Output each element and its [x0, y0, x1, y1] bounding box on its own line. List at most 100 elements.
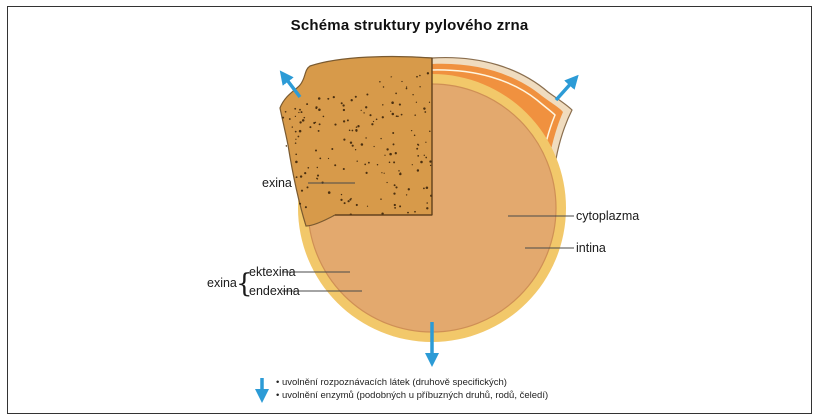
stipple-dot	[423, 188, 425, 190]
stipple-dot	[315, 149, 317, 151]
stipple-dot	[414, 135, 416, 137]
stipple-dot	[406, 194, 407, 195]
stipple-dot	[390, 111, 391, 112]
stipple-dot	[398, 170, 399, 171]
stipple-dot	[319, 158, 321, 160]
label-ektexina: ektexina	[249, 265, 296, 279]
stipple-dot	[324, 59, 326, 61]
label-exina-group: exina	[207, 276, 237, 290]
stipple-dot	[373, 121, 374, 122]
stipple-dot	[430, 165, 431, 166]
stipple-dot	[417, 169, 419, 171]
stipple-dot	[417, 155, 419, 157]
stipple-dot	[393, 161, 395, 163]
stipple-dot	[392, 132, 394, 134]
stipple-dot	[341, 102, 343, 104]
stipple-dot	[295, 142, 297, 144]
stipple-dot	[426, 187, 429, 190]
stipple-dot	[425, 142, 426, 143]
stipple-dot	[380, 198, 382, 200]
stipple-dot	[292, 126, 293, 127]
stipple-dot	[399, 205, 401, 207]
stipple-dot	[389, 162, 391, 164]
stipple-dot	[298, 136, 300, 138]
label-endexina: endexina	[249, 284, 300, 298]
stipple-dot	[399, 173, 401, 175]
stipple-dot	[365, 106, 367, 108]
stipple-dot	[334, 124, 336, 126]
stipple-dot	[301, 111, 303, 113]
stipple-dot	[318, 109, 321, 112]
stipple-dot	[426, 207, 428, 209]
stipple-dot	[392, 113, 395, 116]
stipple-dot	[294, 70, 295, 71]
stipple-dot	[305, 206, 307, 208]
stipple-dot	[357, 125, 359, 127]
stipple-dot	[382, 104, 383, 105]
stipple-dot	[317, 175, 319, 177]
stipple-dot	[317, 167, 318, 168]
stipple-dot	[429, 160, 431, 162]
stipple-dot	[295, 116, 296, 117]
stipple-dot	[298, 112, 299, 113]
stipple-dot	[342, 104, 344, 106]
stipple-dot	[301, 190, 303, 192]
stipple-dot	[315, 107, 317, 109]
stipple-dot	[294, 108, 296, 110]
stipple-dot	[284, 88, 286, 90]
stipple-dot	[295, 161, 298, 164]
stipple-dot	[366, 172, 368, 174]
stipple-dot	[416, 148, 418, 150]
stipple-dot	[295, 153, 297, 155]
stipple-dot	[373, 146, 374, 147]
stipple-dot	[296, 176, 298, 178]
stipple-dot	[406, 88, 408, 90]
stipple-dot	[429, 102, 430, 103]
stipple-dot	[350, 198, 351, 199]
textured-exina	[280, 57, 432, 226]
stipple-dot	[318, 97, 321, 100]
stipple-dot	[285, 111, 287, 113]
stipple-dot	[307, 167, 309, 169]
stipple-dot	[394, 204, 396, 206]
stipple-dot	[376, 118, 378, 120]
stipple-dot	[347, 200, 349, 202]
stipple-dot	[355, 149, 356, 150]
stipple-dot	[395, 93, 397, 95]
stipple-dot	[343, 120, 345, 122]
stipple-dot	[412, 164, 413, 165]
stipple-dot	[361, 143, 364, 146]
stipple-dot	[419, 75, 421, 77]
stipple-dot	[369, 114, 371, 116]
stipple-dot	[352, 145, 354, 147]
stipple-dot	[414, 114, 416, 116]
stipple-dot	[299, 121, 301, 123]
stipple-dot	[425, 157, 427, 159]
stipple-dot	[397, 115, 399, 117]
stipple-dot	[352, 130, 354, 132]
stipple-dot	[327, 98, 329, 100]
stipple-dot	[304, 117, 306, 119]
stipple-dot	[340, 199, 342, 201]
stipple-dot	[299, 130, 302, 133]
stipple-dot	[394, 184, 396, 186]
stipple-dot	[301, 61, 303, 63]
stipple-dot	[293, 200, 295, 202]
stipple-dot	[351, 99, 353, 101]
stipple-dot	[379, 81, 381, 83]
stipple-dot	[333, 96, 335, 98]
legend-item-2: • uvolnění enzymů (podobných u příbuznýc…	[276, 390, 548, 401]
stipple-dot	[288, 209, 291, 212]
stipple-dot	[306, 59, 308, 61]
stipple-dot	[343, 168, 345, 170]
stipple-dot	[414, 211, 416, 213]
stipple-dot	[386, 182, 387, 183]
stipple-dot	[401, 81, 402, 82]
stipple-dot	[295, 131, 297, 133]
label-exina-top: exina	[262, 176, 292, 190]
legend-item-1: • uvolnění rozpoznávacích látek (druhově…	[276, 377, 507, 388]
label-cytoplazma: cytoplazma	[576, 209, 639, 223]
stipple-dot	[393, 192, 395, 194]
stipple-dot	[356, 126, 358, 128]
